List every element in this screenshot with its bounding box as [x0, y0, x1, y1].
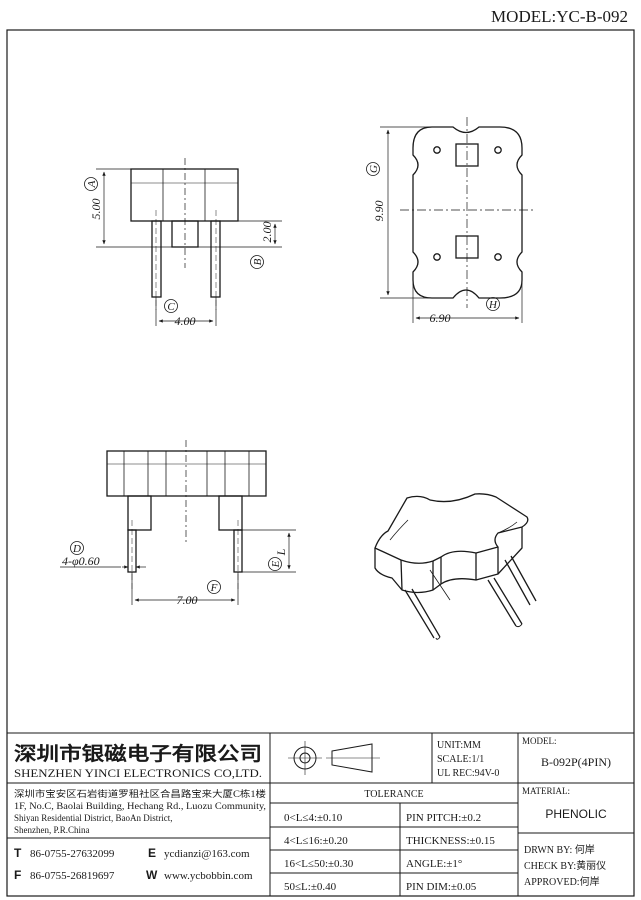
tolerance-left-1: 4<L≤16:±0.20	[284, 835, 348, 847]
fax-label: F	[14, 868, 21, 882]
company-name-cn: 深圳市银磁电子有限公司	[14, 742, 262, 765]
dim-h-value: 6.90	[430, 311, 451, 325]
email-value: ycdianzi@163.com	[164, 848, 250, 860]
dim-c	[155, 297, 217, 326]
dim-l-value: L	[274, 548, 288, 556]
approval-drawn: DRWN BY: 何岸	[524, 843, 595, 856]
projection-symbol	[288, 741, 380, 775]
isometric-view	[374, 493, 537, 640]
label-d: D	[72, 543, 81, 555]
approval-approved: APPROVED:何岸	[524, 875, 600, 888]
dim-a	[96, 168, 172, 248]
tolerance-right-3: PIN DIM:±0.05	[406, 881, 477, 893]
tel-value: 86-0755-27632099	[30, 848, 115, 860]
tolerance-left-0: 0<L≤4:±0.10	[284, 812, 343, 824]
title-block-grid	[6, 732, 635, 897]
spec-unit: UNIT:MM	[437, 740, 481, 751]
web-value: www.ycbobbin.com	[164, 870, 253, 882]
web-label: W	[146, 868, 158, 882]
top-view	[400, 117, 535, 308]
spec-ul: UL REC:94V-0	[437, 768, 499, 779]
dim-a-value: 5.00	[89, 199, 103, 220]
company-name-en: SHENZHEN YINCI ELECTRONICS CO,LTD.	[14, 766, 262, 780]
model-box-value: B-092P(4PIN)	[541, 755, 611, 769]
dim-g	[380, 126, 430, 299]
dim-g-value: 9.90	[372, 201, 386, 222]
company-address-en-3: Shenzhen, P.R.China	[14, 825, 90, 835]
company-address-en-1: 1F, No.C, Baolai Building, Hechang Rd., …	[14, 801, 266, 811]
label-h: H	[488, 299, 498, 311]
company-address-cn: 深圳市宝安区石岩街道罗租社区合昌路宝来大厦C栋1楼	[14, 788, 266, 799]
material-box-value: PHENOLIC	[545, 807, 607, 821]
dim-l	[242, 529, 296, 573]
label-b: B	[252, 258, 264, 265]
label-g: G	[368, 165, 380, 173]
company-address-en-2: Shiyan Residential District, BaoAn Distr…	[14, 813, 172, 823]
dim-b-value: 2.00	[260, 222, 274, 243]
model-box-label: MODEL:	[522, 736, 557, 746]
dim-f	[131, 572, 239, 605]
tolerance-right-0: PIN PITCH:±0.2	[406, 812, 481, 824]
email-label: E	[148, 846, 156, 860]
dim-b	[198, 220, 282, 248]
tolerance-right-1: THICKNESS:±0.15	[406, 835, 495, 847]
tolerance-right-2: ANGLE:±1°	[406, 858, 462, 870]
label-e: E	[270, 560, 282, 568]
tolerance-title: TOLERANCE	[364, 789, 423, 800]
dim-h	[412, 280, 523, 323]
material-box-label: MATERIAL:	[522, 786, 570, 796]
fax-value: 86-0755-26819697	[30, 870, 115, 882]
tel-label: T	[14, 846, 22, 860]
approval-check: CHECK BY:黄丽仪	[524, 859, 606, 872]
label-c: C	[167, 301, 175, 313]
tolerance-left-3: 50≤L:±0.40	[284, 881, 337, 893]
dim-c-value: 4.00	[175, 314, 196, 328]
model-header: MODEL:YC-B-092	[491, 7, 628, 26]
tolerance-left-2: 16<L≤50:±0.30	[284, 858, 354, 870]
label-f: F	[210, 582, 218, 594]
side-view	[106, 440, 267, 590]
dim-f-value: 7.00	[177, 593, 198, 607]
dim-d-value: 4-φ0.60	[62, 554, 100, 568]
spec-scale: SCALE:1/1	[437, 754, 484, 765]
label-a: A	[86, 180, 98, 188]
front-view-small	[130, 158, 239, 310]
